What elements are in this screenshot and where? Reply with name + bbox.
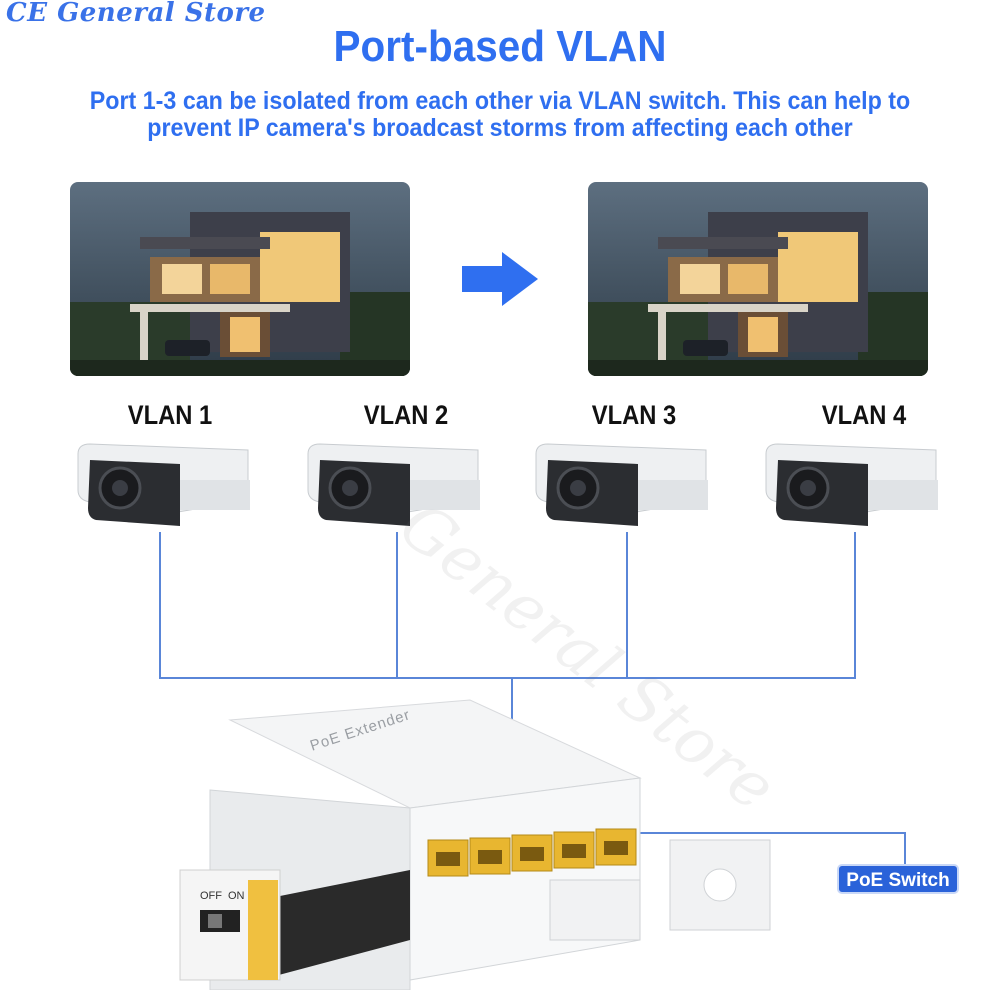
subtitle-line-2: prevent IP camera's broadcast storms fro… — [147, 114, 853, 142]
switch-on-label: ON — [228, 890, 245, 902]
ip-camera-icon — [307, 443, 480, 526]
poe-switch-badge: PoE Switch — [837, 864, 959, 894]
vlan-4-label: VLAN 4 — [821, 400, 907, 430]
subtitle-line-1: Port 1-3 can be isolated from each other… — [89, 87, 911, 115]
store-logo-text: CE General Store — [6, 0, 266, 28]
page-title: Port-based VLAN — [333, 22, 667, 71]
arrow-right-icon — [462, 252, 538, 306]
page-subtitle: Port 1-3 can be isolated from each other… — [72, 88, 928, 142]
ip-camera-icon — [765, 443, 938, 526]
switch-off-label: OFF — [200, 890, 222, 902]
house-scene-image-left — [70, 182, 410, 376]
vlan-2-label: VLAN 2 — [363, 400, 449, 430]
vlan-1-label: VLAN 1 — [127, 400, 213, 430]
house-scene-image-right — [588, 182, 928, 376]
ip-camera-icon — [77, 443, 250, 526]
vlan-3-label: VLAN 3 — [591, 400, 677, 430]
ip-camera-icon — [535, 443, 708, 526]
poe-extender-device — [179, 699, 771, 990]
